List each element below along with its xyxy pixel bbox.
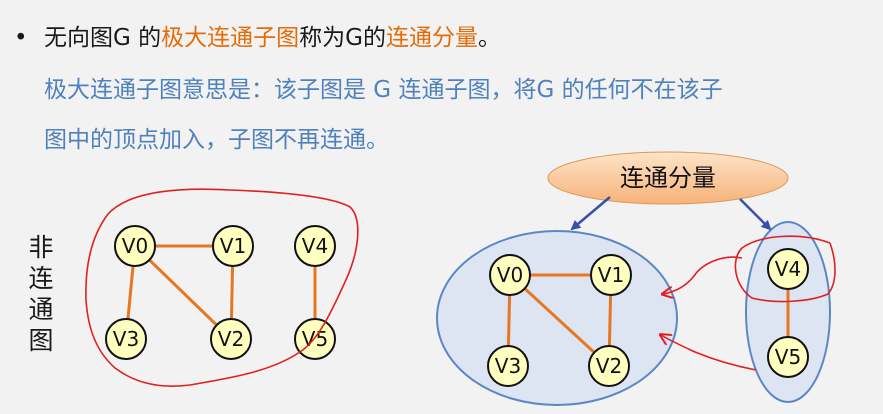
callout-text: 连通分量 xyxy=(620,164,716,192)
node-label: V2 xyxy=(218,327,244,351)
node-label: V2 xyxy=(596,354,622,378)
heading-part3: 。 xyxy=(477,25,501,51)
left-graph-node-V2: V2 xyxy=(210,318,252,360)
explanation-line2: 图中的顶点加入，子图不再连通。 xyxy=(44,127,389,153)
node-label: V4 xyxy=(302,234,328,258)
callout-arrow-right xyxy=(739,198,772,231)
node-label: V5 xyxy=(775,345,801,369)
node-circle xyxy=(489,254,531,296)
heading-term2: 连通分量 xyxy=(385,25,478,51)
right-graph-edge-V0-V2 xyxy=(508,273,611,368)
annotation-loop-left xyxy=(85,188,359,387)
label-char: 连 xyxy=(28,264,54,293)
left-graph-node-V3: V3 xyxy=(105,318,147,360)
node-label: V3 xyxy=(495,354,521,378)
left-graph-node-V0: V0 xyxy=(114,225,156,267)
node-label: V0 xyxy=(497,263,523,287)
callout: 连通分量 xyxy=(547,151,789,205)
node-circle xyxy=(294,225,336,267)
heading-part2: 称为G的 xyxy=(299,25,386,51)
right-graph-node-V0: V0 xyxy=(489,254,531,296)
node-circle xyxy=(114,225,156,267)
right-graph-node-V4: V4 xyxy=(767,248,809,290)
heading-term: 极大连通子图 xyxy=(161,25,300,51)
label-char: 图 xyxy=(28,326,54,355)
annotation-arrow-lower xyxy=(661,335,757,371)
node-circle xyxy=(212,225,254,267)
node-circle xyxy=(105,318,147,360)
node-label: V1 xyxy=(598,263,624,287)
non-connected-label: 非 连 通 图 xyxy=(26,232,56,356)
label-char: 通 xyxy=(28,295,54,324)
right-graph-node-V1: V1 xyxy=(590,254,632,296)
node-circle xyxy=(767,248,809,290)
heading-line: • 无向图G 的极大连通子图称为G的连通分量。 xyxy=(14,18,501,52)
left-graph-node-V5: V5 xyxy=(294,318,336,360)
right-graph-node-V3: V3 xyxy=(487,345,529,387)
right-graph-node-V2: V2 xyxy=(588,345,630,387)
annotation-arrow-upper xyxy=(663,256,743,294)
bullet: • xyxy=(14,25,28,51)
right-graph-node-V5: V5 xyxy=(767,336,809,378)
left-graph-node-V4: V4 xyxy=(294,225,336,267)
heading-part1: 无向图G 的 xyxy=(44,25,162,51)
node-circle xyxy=(590,254,632,296)
node-label: V0 xyxy=(122,234,148,258)
node-label: V4 xyxy=(775,257,801,281)
left-graph-edge-V0-V2 xyxy=(133,244,233,341)
explanation-line1: 极大连通子图意思是：该子图是 G 连通子图，将G 的任何不在该子 xyxy=(44,77,723,103)
callout-bubble xyxy=(547,151,789,205)
node-circle xyxy=(487,345,529,387)
annotation-loop-right xyxy=(734,235,836,303)
node-circle xyxy=(588,345,630,387)
node-label: V3 xyxy=(113,327,139,351)
label-char: 非 xyxy=(28,233,54,262)
left-graph-node-V1: V1 xyxy=(212,225,254,267)
callout-arrow-left xyxy=(570,196,611,231)
node-circle xyxy=(767,336,809,378)
node-label: V1 xyxy=(220,234,246,258)
node-circle xyxy=(210,318,252,360)
